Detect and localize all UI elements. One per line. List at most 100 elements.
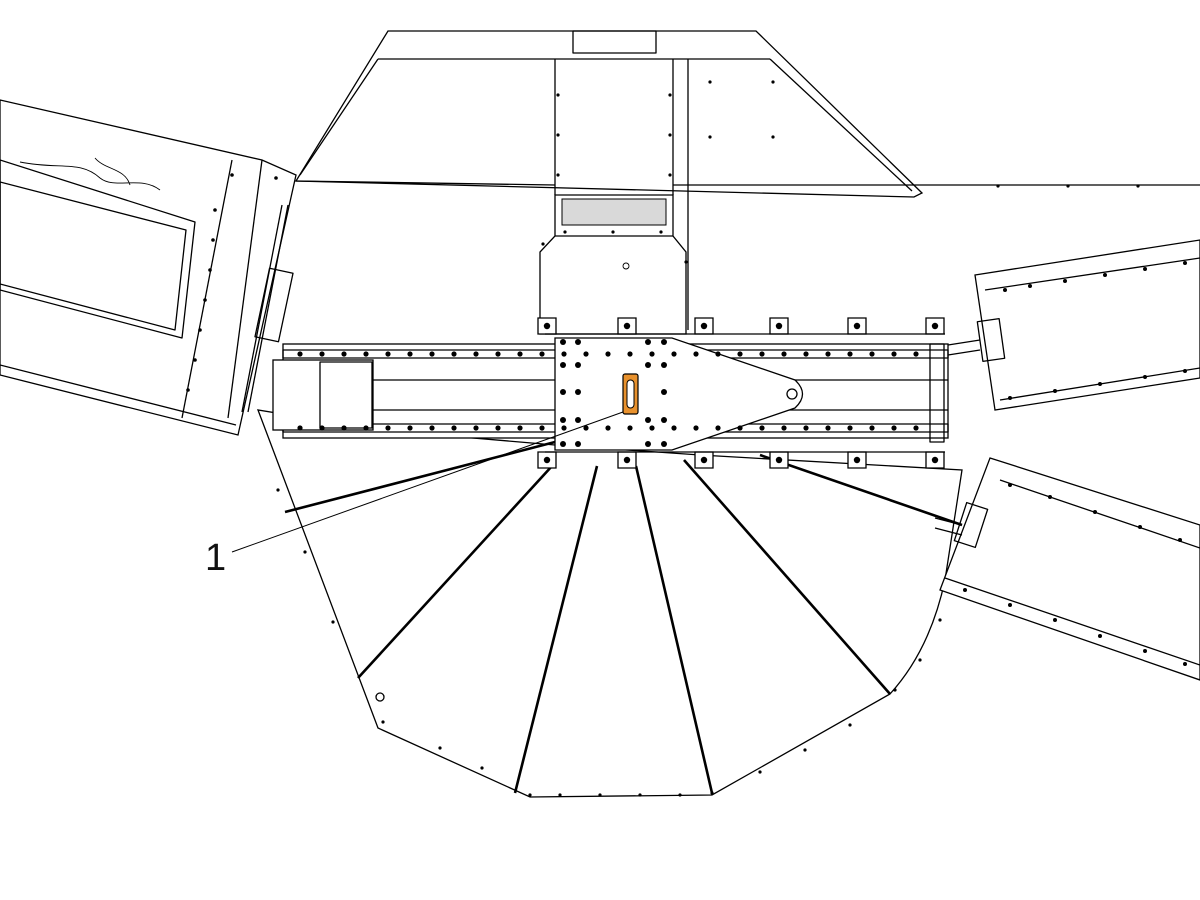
rivet [708, 80, 712, 84]
plate-bolt [645, 339, 651, 345]
rail-bolt [407, 351, 413, 357]
rivet [771, 80, 775, 84]
rail-bolt [539, 351, 545, 357]
rail-bolt [583, 351, 589, 357]
rivet [541, 242, 545, 246]
rail-bolt [627, 425, 633, 431]
plate-bolt [560, 417, 566, 423]
conveyor-bolt [1008, 483, 1012, 487]
rail-bolt [319, 425, 325, 431]
rail-bolt [473, 351, 479, 357]
conveyor-bolt [1003, 288, 1007, 292]
rail-bolt [759, 351, 765, 357]
conveyor-bolt [1143, 375, 1147, 379]
sector-pan [256, 409, 963, 798]
rail-bolt [781, 425, 787, 431]
rail-bolt [363, 351, 369, 357]
rivet [893, 688, 897, 692]
conveyor-bolt [1183, 662, 1187, 666]
conveyor-bolt [1053, 618, 1057, 622]
rivet [331, 620, 335, 624]
rivet [758, 770, 762, 774]
tab-bolt [623, 322, 631, 330]
plate-bolt [575, 389, 581, 395]
conveyor-bolt [1143, 267, 1147, 271]
tab-bolt [623, 456, 631, 464]
rail-bolt [737, 351, 743, 357]
rivet [211, 238, 215, 242]
plate-bolt [645, 417, 651, 423]
rail-bolt [781, 351, 787, 357]
rivet [668, 173, 672, 177]
rivet [708, 135, 712, 139]
plate-bolt [560, 441, 566, 447]
rail-bolt [869, 351, 875, 357]
plate-bolt [560, 362, 566, 368]
tab-bolt [543, 322, 551, 330]
callout-1: 1 [205, 411, 624, 579]
rail-bolt [913, 425, 919, 431]
rail-bolt [671, 351, 677, 357]
rail-bolt [671, 425, 677, 431]
rivet [611, 230, 615, 234]
rivet [208, 268, 212, 272]
rivet [556, 173, 560, 177]
rail-bolt [363, 425, 369, 431]
rail-bolt [715, 425, 721, 431]
rail-bolt [341, 425, 347, 431]
conveyor-bolt [1098, 382, 1102, 386]
plate-bolt [661, 339, 667, 345]
conveyor-bolt [1053, 389, 1057, 393]
rivet [710, 791, 714, 795]
tab-bolt [853, 456, 861, 464]
rivet [198, 328, 202, 332]
rail-bolt [803, 425, 809, 431]
rail-bolt [847, 351, 853, 357]
rail-bolt [539, 425, 545, 431]
rivet [303, 550, 307, 554]
rivet [556, 133, 560, 137]
tab-bolt [700, 322, 708, 330]
rivet [274, 176, 278, 180]
tab-bolt [775, 322, 783, 330]
rivet [1136, 184, 1140, 188]
rail-bolt [517, 425, 523, 431]
rail-bolt [891, 425, 897, 431]
conveyor-bolt [1138, 525, 1142, 529]
right-lower-conveyor [934, 457, 1200, 681]
rivet [480, 766, 484, 770]
callout-leader-line [231, 411, 624, 553]
rail-bolt [737, 425, 743, 431]
right-upper-conveyor [947, 239, 1200, 411]
rail-bolt [561, 351, 567, 357]
rivet [638, 793, 642, 797]
rail-bolt [495, 351, 501, 357]
plate-bolt [661, 441, 667, 447]
rail-bolt [407, 425, 413, 431]
rail-bolt [473, 425, 479, 431]
plate-bolt [645, 441, 651, 447]
plate-bolt [661, 389, 667, 395]
rivet [528, 793, 532, 797]
rivet [803, 748, 807, 752]
rail-bolt [341, 351, 347, 357]
rivet [938, 618, 942, 622]
plate-bolt [575, 362, 581, 368]
rail-bolt [649, 351, 655, 357]
rail-bolt [715, 351, 721, 357]
rivet [230, 173, 234, 177]
rivet [276, 488, 280, 492]
plate-bolt [661, 417, 667, 423]
rivet [381, 720, 385, 724]
plate-bolt [575, 339, 581, 345]
plate-bolt [645, 362, 651, 368]
rail-bolt [319, 351, 325, 357]
rivet [848, 723, 852, 727]
rail-bolt [825, 425, 831, 431]
conveyor-bolt [1143, 649, 1147, 653]
rivet [918, 658, 922, 662]
rail-bolt [627, 351, 633, 357]
rivet [1066, 184, 1070, 188]
tab-bolt [853, 322, 861, 330]
rail-bolt [583, 425, 589, 431]
